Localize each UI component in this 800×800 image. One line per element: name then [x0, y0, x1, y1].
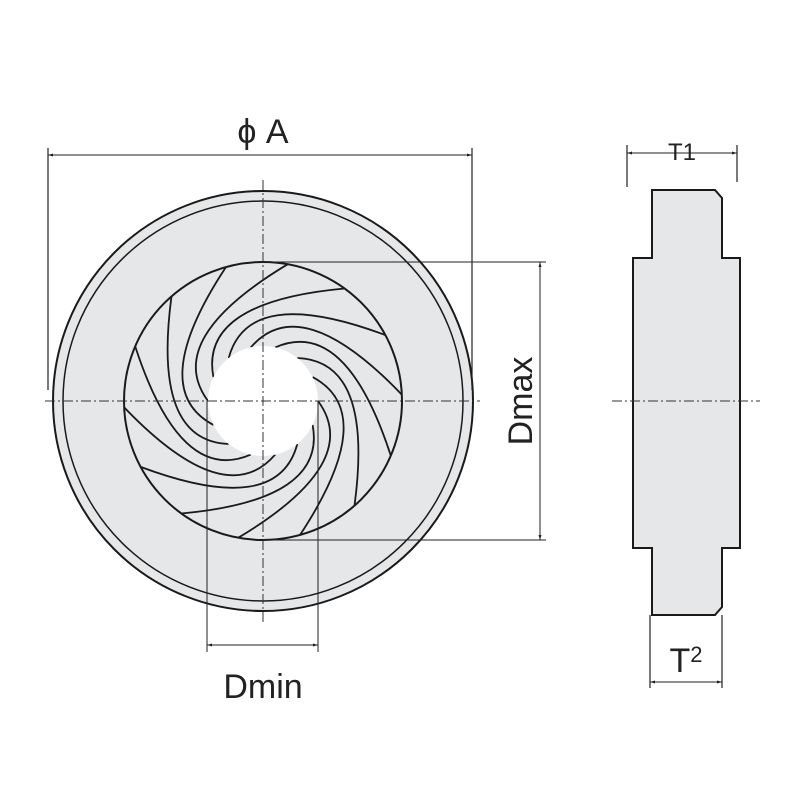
iris-blade	[299, 376, 345, 536]
iris-blade	[166, 296, 229, 445]
dimension-dmin: Dmin	[206, 401, 319, 706]
side-view	[612, 189, 760, 616]
dimension-dmax: Dmax	[263, 261, 546, 541]
label-t1: T1	[668, 139, 696, 166]
iris-blade	[181, 424, 315, 515]
label-dmin: Dmin	[223, 668, 302, 706]
dimension-t2: T2	[649, 615, 723, 688]
front-view	[45, 180, 480, 625]
label-diameter-a: ϕ A	[237, 113, 288, 151]
iris-blade	[237, 400, 332, 539]
iris-blade	[123, 406, 276, 477]
iris-blade	[194, 263, 289, 402]
iris-blade	[140, 443, 299, 489]
iris-blade	[274, 340, 392, 456]
iris-blade	[181, 266, 227, 426]
dimension-t1: T1	[626, 139, 738, 187]
iris-blade	[250, 325, 403, 396]
iris-blade	[227, 313, 386, 359]
label-t2: T2	[669, 642, 702, 680]
iris-blade	[297, 357, 360, 506]
iris-blades	[123, 263, 403, 539]
side-profile	[632, 189, 741, 616]
iris-blade	[134, 346, 252, 462]
dimension-a: ϕ A	[47, 113, 473, 390]
label-dmax: Dmax	[502, 357, 540, 446]
iris-blade	[211, 287, 345, 378]
